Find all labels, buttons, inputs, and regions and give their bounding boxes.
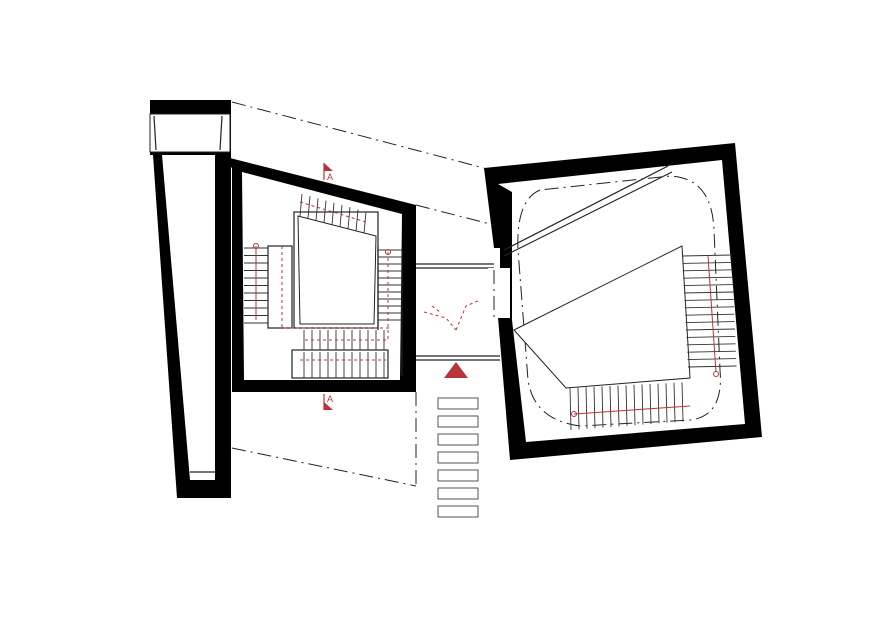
stair-tread xyxy=(686,343,736,346)
section-marker-bottom: A xyxy=(323,394,333,410)
stair-tread xyxy=(649,383,652,425)
stair-tread xyxy=(686,335,736,338)
stair-tread xyxy=(684,298,734,301)
stair-tread xyxy=(683,284,734,287)
stair-tread xyxy=(684,306,735,309)
stair-tread xyxy=(585,387,588,429)
section-marker-top: A xyxy=(323,163,333,182)
stair-tread xyxy=(363,211,367,234)
paver-stone xyxy=(437,415,479,428)
stair-tread xyxy=(685,328,736,331)
stair-tread xyxy=(617,385,620,427)
stair-tread xyxy=(307,196,311,219)
stair-tread xyxy=(687,350,736,353)
stair-tread xyxy=(355,209,359,232)
connector-corridor xyxy=(416,263,500,378)
stair-tread xyxy=(685,321,735,324)
section-marker-top-label: A xyxy=(327,172,333,182)
stair-tread xyxy=(323,200,327,223)
stair-tread xyxy=(339,204,343,228)
stair-tread xyxy=(641,384,644,425)
left-tower-wall xyxy=(149,100,231,498)
paver-stone xyxy=(437,433,479,446)
stair-tread xyxy=(601,386,604,428)
stair-tread xyxy=(331,202,335,225)
stair-tread xyxy=(657,383,660,424)
stair-tread xyxy=(687,365,737,368)
paver-stone xyxy=(437,397,479,410)
stair-tread xyxy=(609,385,612,428)
stair-tread xyxy=(299,193,303,217)
stair-tread xyxy=(673,382,676,423)
paver-stone xyxy=(437,505,479,518)
section-marker-bottom-label: A xyxy=(327,394,333,404)
guide-lines xyxy=(231,101,495,487)
stair-tread xyxy=(593,386,596,429)
stair-tread xyxy=(577,387,580,430)
stair-tread xyxy=(569,387,572,431)
stair-tread xyxy=(683,291,734,294)
stair-tread xyxy=(633,384,636,426)
exterior-pavers xyxy=(437,397,479,518)
paver-stone xyxy=(437,487,479,500)
stair-tread xyxy=(347,207,351,230)
stair-tread xyxy=(681,254,733,257)
paver-stone xyxy=(437,469,479,482)
stair-tread xyxy=(682,269,733,272)
stair-tread xyxy=(665,383,668,423)
entrance-arrow-icon xyxy=(444,362,468,378)
stair-tread xyxy=(625,385,628,426)
stair-tread xyxy=(687,358,737,361)
paver-stone xyxy=(437,451,479,464)
stair-tread xyxy=(685,313,735,316)
stair-tread xyxy=(683,276,733,279)
stair-tread xyxy=(681,382,684,422)
right-stair-flights xyxy=(503,165,737,431)
stair-tread xyxy=(682,261,733,264)
stair-tread xyxy=(315,198,319,221)
left-stair-walkline xyxy=(253,201,392,361)
